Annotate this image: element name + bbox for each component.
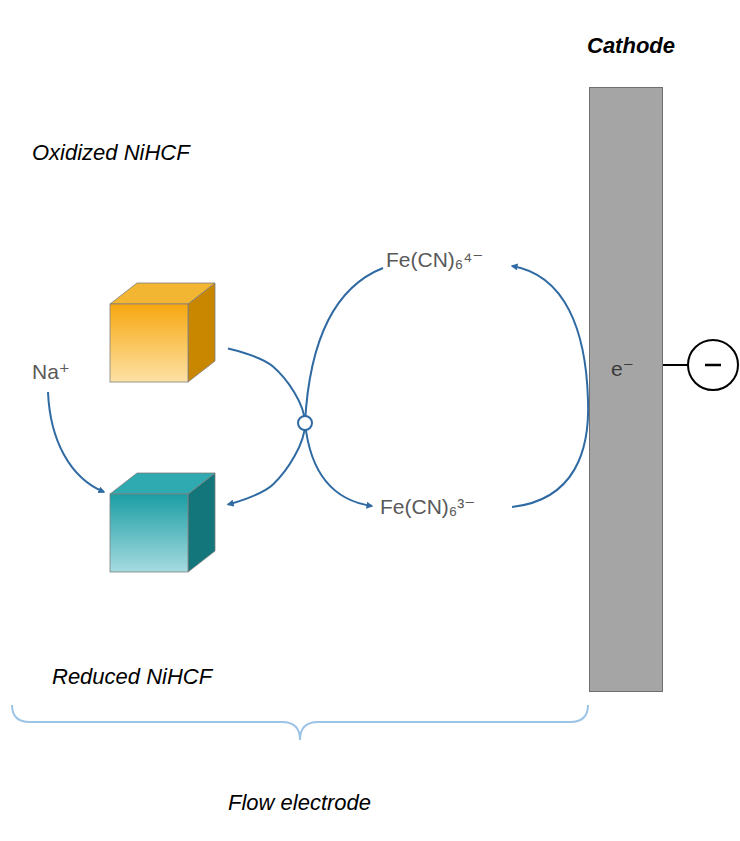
electron-label: e⁻ <box>611 357 634 381</box>
caption-label: Flow electrode <box>228 790 371 816</box>
ion-label: Na⁺ <box>32 360 70 384</box>
nihcf-cube: Reduced NiHCF <box>30 466 270 701</box>
ferricyanide-arc <box>305 423 372 506</box>
state-label: Oxidized NiHCF <box>32 140 190 166</box>
brace <box>12 705 588 740</box>
species-label: Fe(CN)₆³⁻ <box>380 495 475 519</box>
ferrocyanide-arc <box>305 268 383 423</box>
cube-shape <box>106 276 220 386</box>
cathode-bar: Cathode <box>589 87 663 692</box>
nihcf-cube: Oxidized NiHCF <box>30 140 250 385</box>
state-label: Reduced NiHCF <box>52 664 212 690</box>
wire <box>663 364 688 366</box>
terminal-circle <box>688 340 738 390</box>
electrode-heading: Cathode <box>587 33 675 59</box>
minus-symbol <box>705 364 721 367</box>
cathode-loop-arrow <box>512 266 588 507</box>
cube-shape <box>106 466 220 576</box>
junction-circle <box>298 416 312 430</box>
sodium-arrow <box>48 392 104 492</box>
species-label: Fe(CN)₆⁴⁻ <box>386 248 483 272</box>
state-change-arrow <box>228 349 305 505</box>
